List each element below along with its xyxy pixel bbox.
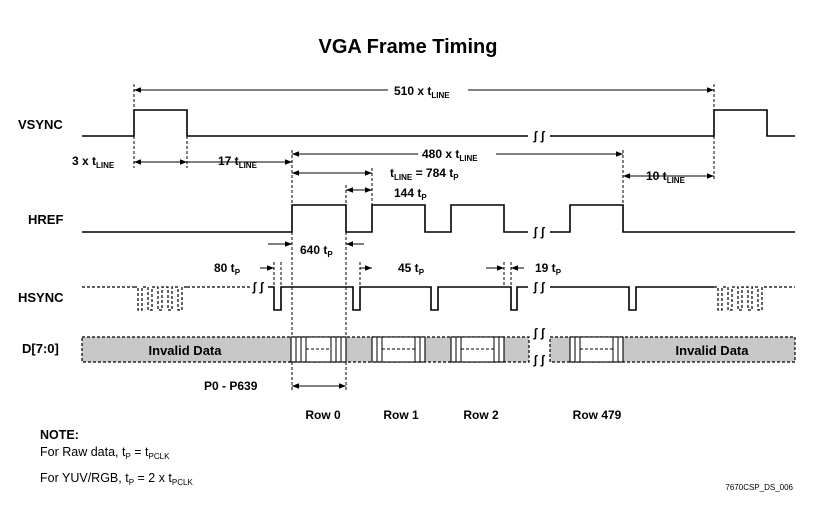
row-label-1: Row 1	[383, 408, 419, 422]
annotation-10-tline: 10 tLINE	[646, 169, 686, 185]
signal-label-data: D[7:0]	[22, 341, 59, 356]
hsync-waveform	[82, 286, 795, 311]
svg-text:ʃ ʃ: ʃ ʃ	[532, 326, 545, 340]
row-label-0: Row 0	[305, 408, 341, 422]
annotation-510-tline: 510 x tLINE	[394, 84, 450, 100]
svg-text:ʃ ʃ: ʃ ʃ	[532, 129, 545, 143]
row-label-479: Row 479	[573, 408, 622, 422]
svg-text:ʃ ʃ: ʃ ʃ	[532, 280, 545, 294]
note-line-yuv: For YUV/RGB, tP = 2 x tPCLK	[40, 471, 193, 487]
svg-text:ʃ ʃ: ʃ ʃ	[532, 353, 545, 367]
invalid-data-left: Invalid Data	[149, 343, 223, 358]
document-id: 7670CSP_DS_006	[725, 483, 793, 492]
vsync-waveform	[82, 109, 795, 137]
note-block: NOTE: For Raw data, tP = tPCLK For YUV/R…	[40, 428, 193, 487]
row2-data-cells	[450, 336, 505, 363]
timing-annotations: 510 x tLINE 3 x tLINE 17 tLINE 480 x tLI…	[72, 84, 686, 393]
annotation-144-tp: 144 tP	[394, 186, 427, 202]
row479-data-cells	[569, 336, 624, 363]
invalid-data-right: Invalid Data	[676, 343, 750, 358]
annotation-80-tp: 80 tP	[214, 261, 241, 277]
annotation-17-tline: 17 tLINE	[218, 154, 258, 170]
row0-data-cells	[290, 336, 347, 363]
signal-label-href: HREF	[28, 212, 63, 227]
href-waveform	[82, 204, 795, 233]
row1-data-cells	[371, 336, 426, 363]
annotation-p0-p639: P0 - P639	[204, 379, 258, 393]
dimension-lines	[133, 84, 715, 392]
annotation-19-tp: 19 tP	[535, 261, 562, 277]
row-label-2: Row 2	[463, 408, 499, 422]
signal-label-vsync: VSYNC	[18, 117, 63, 132]
annotation-640-tp: 640 tP	[300, 243, 333, 259]
annotation-45-tp: 45 tP	[398, 261, 425, 277]
note-heading: NOTE:	[40, 428, 79, 442]
annotation-tline-784-tp: tLINE = 784 tP	[390, 166, 459, 182]
break-marks: ʃ ʃ ʃ ʃ ʃ ʃ ʃ ʃ ʃ ʃ ʃ ʃ	[251, 129, 545, 367]
note-line-raw: For Raw data, tP = tPCLK	[40, 445, 170, 461]
svg-text:ʃ ʃ: ʃ ʃ	[532, 225, 545, 239]
data-bus-waveform: Invalid Data Invalid Data	[81, 336, 796, 363]
signal-label-hsync: HSYNC	[18, 290, 64, 305]
diagram-title: VGA Frame Timing	[319, 36, 498, 58]
row-labels: Row 0 Row 1 Row 2 Row 479	[305, 408, 621, 422]
annotation-3-tline: 3 x tLINE	[72, 154, 115, 170]
svg-text:ʃ ʃ: ʃ ʃ	[251, 280, 264, 294]
annotation-480-tline: 480 x tLINE	[422, 147, 478, 163]
